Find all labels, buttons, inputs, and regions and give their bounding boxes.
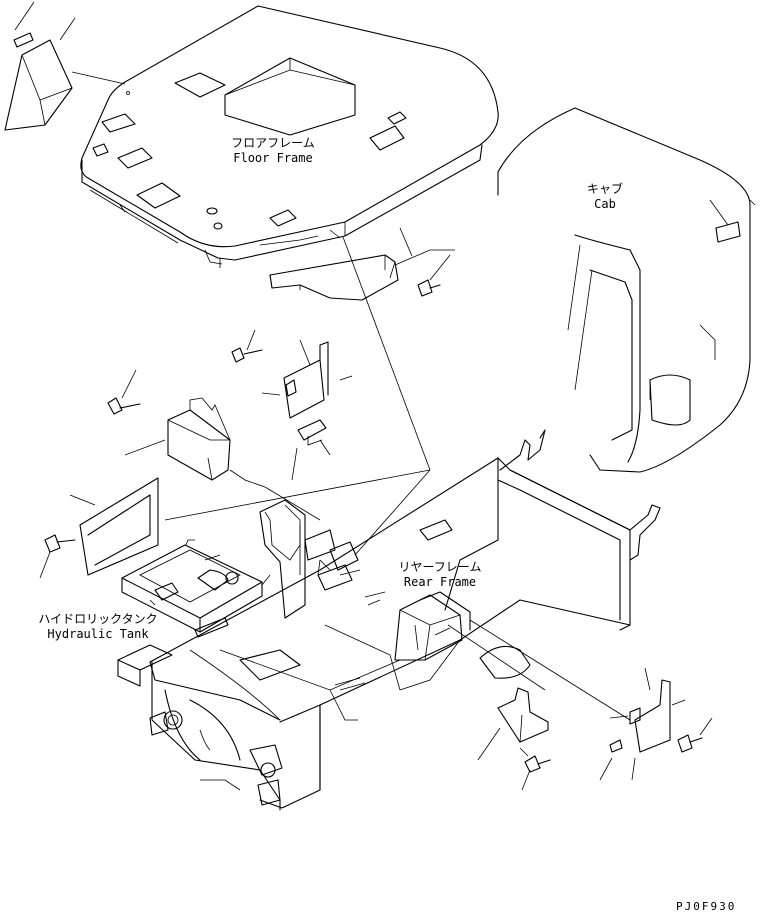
hydraulic-tank-label-en: Hydraulic Tank bbox=[47, 627, 149, 641]
floor-frame-label: フロアフレーム Floor Frame bbox=[218, 136, 328, 166]
cab-part bbox=[497, 107, 756, 473]
rear-cab-mount-bracket-right bbox=[599, 667, 713, 781]
tank-cover-bracket bbox=[39, 477, 159, 579]
floor-frame-part bbox=[80, 5, 499, 301]
hydraulic-tank-label: ハイドロリックタンク Hydraulic Tank bbox=[28, 612, 168, 642]
rear-frame-label-jp: リヤーフレーム bbox=[398, 560, 482, 574]
assembly-lines bbox=[164, 227, 631, 721]
step-cover-part bbox=[259, 499, 361, 619]
cab-label-en: Cab bbox=[594, 197, 616, 211]
floor-frame-label-en: Floor Frame bbox=[233, 151, 313, 165]
cab-label: キャブ Cab bbox=[570, 182, 640, 212]
rear-frame-label: リヤーフレーム Rear Frame bbox=[385, 560, 495, 590]
rear-frame-label-en: Rear Frame bbox=[403, 575, 477, 589]
left-cover-bracket bbox=[107, 369, 321, 521]
cab-label-jp: キャブ bbox=[586, 182, 623, 196]
hydraulic-tank-label-jp: ハイドロリックタンク bbox=[38, 612, 158, 626]
drawing-code: PJ0F930 bbox=[676, 900, 737, 913]
side-cover-bracket bbox=[4, 1, 126, 131]
floor-frame-label-jp: フロアフレーム bbox=[231, 136, 315, 150]
hydraulic-tank-part bbox=[121, 539, 263, 638]
cab-mount-bracket-center bbox=[231, 329, 353, 481]
rear-frame-part bbox=[117, 429, 661, 811]
rear-cab-mount-bracket-left bbox=[477, 687, 551, 791]
